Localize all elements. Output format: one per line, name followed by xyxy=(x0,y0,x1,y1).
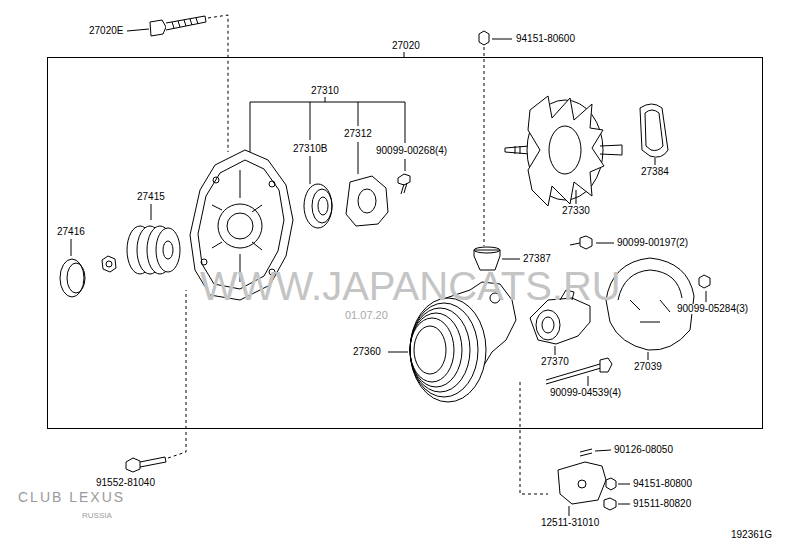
callout-number: 27310B xyxy=(292,144,328,154)
callout-number: 91552-81040 xyxy=(95,478,156,488)
callout-number: 27387 xyxy=(522,254,552,264)
callout-number: 90099-05284(3) xyxy=(676,304,749,314)
callout-number: 27039 xyxy=(633,362,663,372)
callout-number: 27415 xyxy=(136,192,166,202)
figure-number: 192361G xyxy=(730,530,773,540)
callout-number: 12511-31010 xyxy=(540,518,600,528)
callout-number: 94151-80600 xyxy=(515,34,576,44)
callout-number: 27312 xyxy=(343,129,373,139)
callout-number: 27330 xyxy=(561,206,591,216)
callout-number: 27360 xyxy=(352,347,382,357)
callout-number: 27416 xyxy=(56,227,86,237)
watermark-date: 01.07.20 xyxy=(345,310,388,321)
callout-number: 90126-08050 xyxy=(613,445,674,455)
watermark: WWW.JAPANCATS.RU xyxy=(200,266,621,306)
watermark: RUSSIA xyxy=(82,512,112,520)
callout-number: 27020E xyxy=(88,26,124,36)
callout-number: 27310 xyxy=(310,86,340,96)
callout-number: 90099-00197(2) xyxy=(616,238,689,248)
callout-number: 90099-00268(4) xyxy=(375,146,448,156)
callout-number: 27370 xyxy=(540,357,570,367)
group-number: 27020 xyxy=(391,41,421,51)
callout-number: 94151-80800 xyxy=(632,479,693,489)
callout-number: 27384 xyxy=(640,167,670,177)
watermark: CLUB LEXUS xyxy=(18,490,125,504)
callout-number: 90099-04539(4) xyxy=(549,388,622,398)
callout-number: 91511-80820 xyxy=(632,499,692,509)
